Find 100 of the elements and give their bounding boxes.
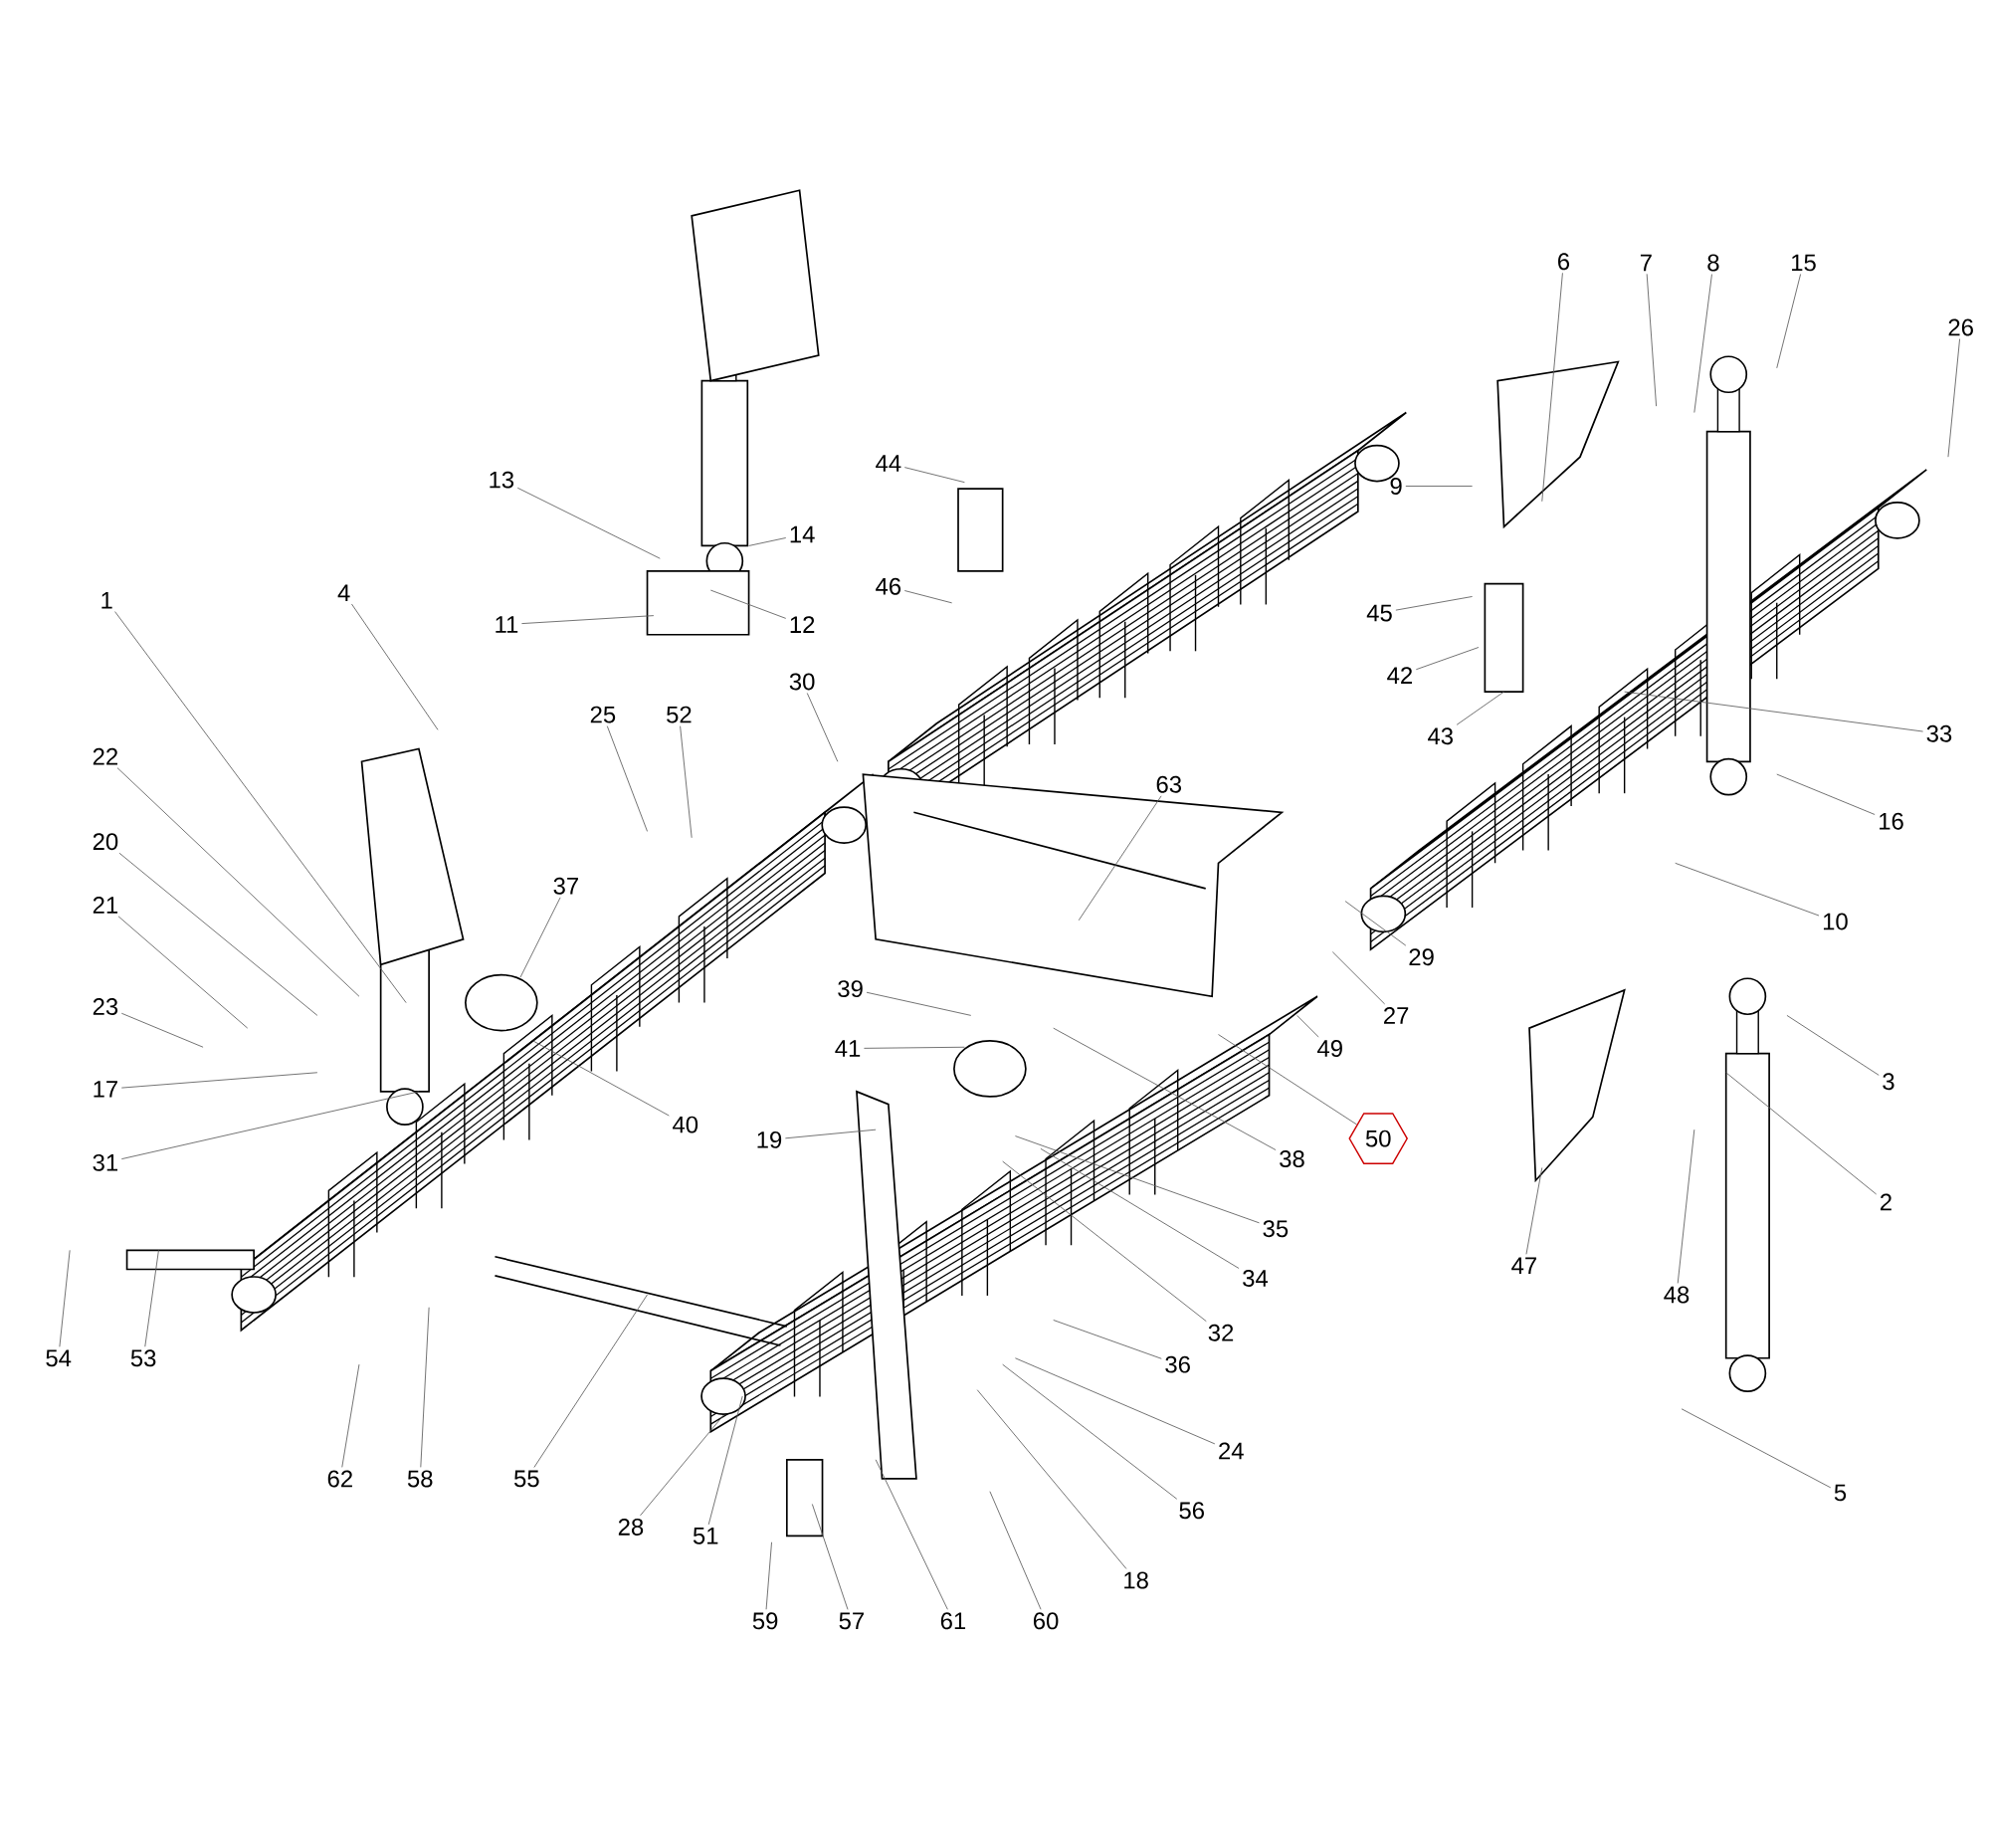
callout-number: 51	[693, 1528, 718, 1544]
leader-line	[1053, 1027, 1277, 1150]
leader-line	[1725, 1072, 1878, 1195]
callout-number: 18	[1124, 1571, 1148, 1589]
callout-number: 7	[1640, 254, 1652, 272]
callout-number: 37	[553, 877, 578, 895]
callout-number: 15	[1792, 254, 1816, 272]
callout-number: 5	[1834, 1484, 1847, 1502]
leader-line	[1002, 1160, 1207, 1323]
callout-number: 63	[1156, 775, 1181, 793]
leader-line	[875, 1459, 948, 1610]
callout-number: 25	[590, 706, 616, 723]
leader-line	[351, 603, 439, 730]
callout-number: 23	[93, 998, 118, 1015]
leader-line	[1344, 901, 1407, 946]
leader-line	[1078, 795, 1162, 922]
leader-line	[1015, 1357, 1216, 1445]
callout-number: 47	[1511, 1257, 1536, 1274]
leader-line	[903, 467, 965, 484]
callout-number: 30	[789, 673, 815, 691]
leader-line	[59, 1249, 71, 1347]
leader-line	[532, 1040, 670, 1117]
leader-line	[516, 487, 661, 559]
callout-number: 54	[46, 1349, 72, 1367]
leader-line	[1525, 1167, 1543, 1255]
callout-number: 39	[838, 980, 863, 998]
callout-number: 52	[667, 706, 692, 723]
leader-line	[118, 852, 318, 1016]
leader-line	[640, 1414, 724, 1517]
callout-number: 20	[93, 833, 118, 851]
callout-number: 32	[1208, 1324, 1234, 1341]
leader-line	[680, 725, 693, 839]
leader-line	[707, 1395, 743, 1526]
leader-line	[1947, 338, 1960, 458]
callout-number: 42	[1387, 667, 1412, 684]
callout-number: 35	[1263, 1220, 1289, 1238]
callout-number: 10	[1823, 913, 1848, 930]
callout-number: 33	[1926, 724, 1952, 742]
leader-line	[1015, 1135, 1260, 1224]
callout-number: 29	[1409, 948, 1434, 966]
leader-line	[1040, 1147, 1240, 1269]
callout-number: 8	[1707, 254, 1719, 272]
callout-number: 1	[101, 592, 112, 609]
leader-line	[521, 615, 655, 624]
callout-number: 60	[1034, 1612, 1059, 1630]
leader-line	[976, 1389, 1127, 1569]
leader-line	[533, 1294, 648, 1468]
callout-number: 24	[1219, 1442, 1244, 1460]
leader-line	[420, 1307, 430, 1468]
callout-number: 12	[790, 616, 815, 633]
callout-number: 43	[1428, 727, 1453, 745]
callout-number: 45	[1366, 604, 1392, 622]
leader-line	[765, 1541, 772, 1610]
leader-line	[748, 537, 787, 546]
leader-line	[144, 1249, 159, 1347]
callout-number: 55	[514, 1470, 539, 1488]
leader-line	[519, 897, 561, 978]
callout-number: 36	[1165, 1355, 1190, 1373]
callout-number: 40	[673, 1116, 698, 1133]
leader-line	[120, 1072, 318, 1089]
callout-number: 27	[1384, 1007, 1409, 1024]
callout-number: 17	[94, 1081, 117, 1098]
leader-line	[1456, 691, 1504, 725]
callout-number: 4	[337, 584, 350, 601]
leader-line	[117, 916, 249, 1029]
callout-number: 13	[490, 471, 514, 489]
leader-line	[1541, 272, 1563, 503]
leader-line	[1405, 486, 1474, 487]
leader-line	[1218, 1034, 1357, 1126]
leader-line	[806, 693, 839, 762]
leader-line	[1677, 1129, 1695, 1284]
callout-number: 21	[93, 897, 117, 914]
callout-number: 46	[876, 577, 901, 595]
leader-line	[1053, 1320, 1162, 1359]
leader-line	[341, 1363, 360, 1468]
leader-line	[1681, 1408, 1832, 1489]
leader-line	[1296, 1014, 1319, 1038]
leader-line	[1693, 274, 1712, 413]
callout-number: 3	[1883, 1073, 1894, 1091]
leader-line	[989, 1491, 1042, 1610]
leader-line	[116, 767, 360, 997]
callout-number: 38	[1280, 1150, 1304, 1167]
callout-number: 48	[1664, 1286, 1690, 1304]
leader-line	[606, 725, 648, 832]
callout-number: 9	[1390, 478, 1402, 495]
callout-number: 19	[757, 1130, 782, 1148]
leader-line	[120, 1012, 204, 1048]
leader-line	[864, 1046, 965, 1049]
leader-line	[866, 991, 972, 1016]
leader-line	[1786, 1014, 1880, 1076]
leader-line	[1646, 273, 1657, 407]
callout-number: 26	[1948, 318, 1973, 336]
callout-number: 56	[1179, 1502, 1204, 1520]
leader-line	[120, 1091, 420, 1160]
callout-number: 59	[752, 1612, 778, 1630]
callout-number: 16	[1880, 812, 1903, 830]
leader-line	[114, 611, 407, 1004]
callout-number: 2	[1881, 1193, 1891, 1211]
callout-number: 22	[93, 747, 117, 765]
leader-line	[709, 589, 787, 619]
